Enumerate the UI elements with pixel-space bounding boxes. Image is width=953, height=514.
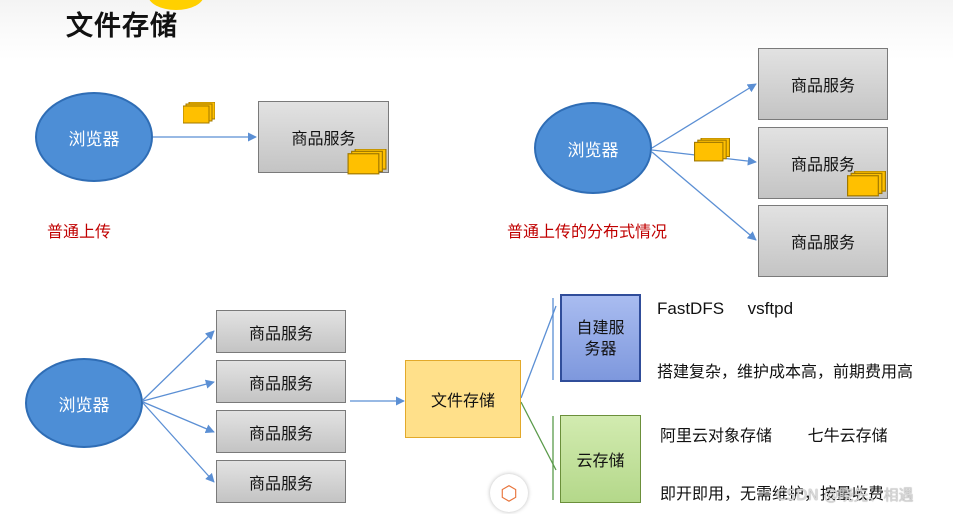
service-node: 商品服务 <box>758 205 888 277</box>
file-storage-node: 文件存储 <box>405 360 521 438</box>
folder-stack-icon <box>693 138 730 162</box>
cloud-benefit: 即开即用，无需维护，按量收费 <box>660 484 885 503</box>
service-node: 商品服务 <box>216 360 346 403</box>
self-built-drawback: 搭建复杂，维护成本高，前期费用高 <box>657 362 914 381</box>
browser-node: 浏览器 <box>25 358 143 448</box>
service-label: 商品服务 <box>291 129 356 148</box>
browser-node: 浏览器 <box>35 92 153 182</box>
browser-node: 浏览器 <box>534 102 652 194</box>
service-node: 商品服务 <box>216 310 346 353</box>
arrow-bottom-service-1 <box>142 330 215 401</box>
arrow-bottom-service-2 <box>142 379 215 402</box>
service-label: 商品服务 <box>248 373 313 393</box>
service-label: 商品服务 <box>790 76 855 95</box>
branch-to-cloud <box>520 401 557 471</box>
watermark: CSDN @晓先、相遇 <box>776 486 914 504</box>
service-label: 商品服务 <box>790 155 855 174</box>
service-label: 商品服务 <box>248 473 313 493</box>
folder-stack-icon <box>847 171 886 197</box>
page-title: 文件存储 <box>66 11 178 42</box>
self-built-options: FastDFS vsftpd <box>657 299 794 318</box>
csdn-logo-icon: ⬡ <box>490 474 528 512</box>
cloud-options: 阿里云对象存储 七牛云存储 <box>660 426 888 445</box>
branch-to-self-built <box>520 305 557 399</box>
arrow-bottom-service-4 <box>142 402 215 483</box>
arrow-browser-to-service-3 <box>651 151 757 241</box>
service-node: 商品服务 <box>216 410 346 453</box>
self-built-server-node: 自建服务器 <box>560 294 641 382</box>
folder-stack-icon <box>183 102 215 124</box>
folder-stack-icon <box>347 149 387 175</box>
service-label: 商品服务 <box>248 423 313 443</box>
service-label: 商品服务 <box>248 323 313 343</box>
arrow-bottom-service-3 <box>142 401 215 434</box>
cloud-storage-node: 云存储 <box>560 415 641 503</box>
caption-distributed-upload: 普通上传的分布式情况 <box>507 222 668 241</box>
service-node: 商品服务 <box>758 48 888 120</box>
arrow-browser-to-service-1 <box>651 83 757 149</box>
service-label: 商品服务 <box>790 233 855 252</box>
corner-decoration <box>148 0 204 10</box>
caption-normal-upload: 普通上传 <box>47 222 112 241</box>
service-node: 商品服务 <box>216 460 346 503</box>
